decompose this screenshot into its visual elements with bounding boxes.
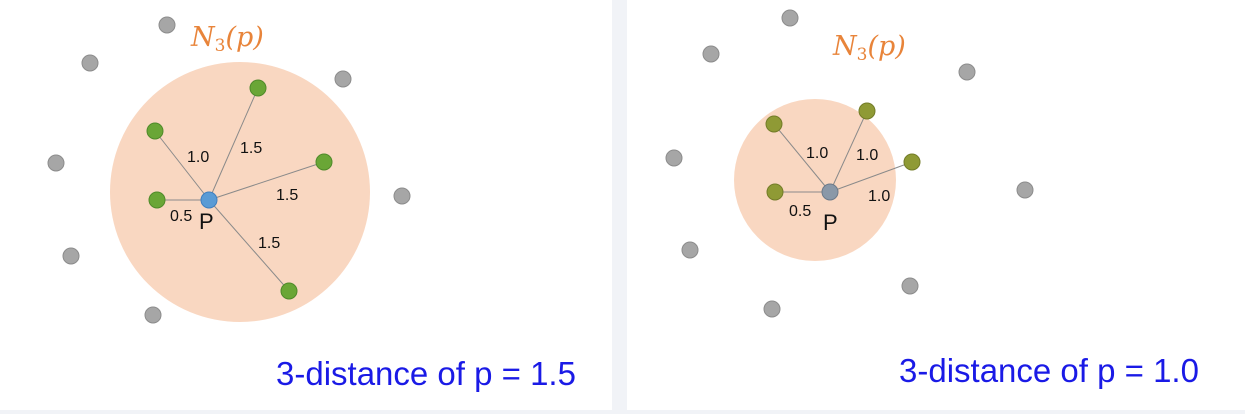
outside-point: [144, 306, 162, 324]
point-label-p: P: [823, 210, 838, 235]
neighbor-point: [765, 115, 783, 133]
neighborhood-subscript: 3: [856, 45, 868, 65]
neighborhood-region: [110, 62, 370, 322]
distance-label: 1.5: [240, 140, 262, 157]
neighborhood-argument: (p): [867, 31, 906, 62]
neighbor-point: [766, 183, 784, 201]
neighborhood-region: [734, 99, 896, 261]
center-point-p: [200, 191, 218, 209]
diagram-panel-right: 0.5 1.0 1.0 1.0 P N3(p) 3-distance of p …: [627, 0, 1245, 410]
neighbor-point: [280, 282, 298, 300]
knn-diagram-right: 0.5 1.0 1.0 1.0 P: [665, 9, 1034, 318]
edge-line: [829, 110, 868, 193]
edge-line: [829, 161, 913, 193]
neighborhood-symbol: N: [191, 22, 215, 53]
outside-point: [681, 241, 699, 259]
outside-point: [781, 9, 799, 27]
neighborhood-argument: (p): [225, 22, 264, 53]
outside-point: [901, 277, 919, 295]
distance-label: 1.0: [868, 188, 890, 205]
outside-point: [47, 154, 65, 172]
edge-line: [154, 130, 210, 201]
edge-line: [208, 161, 325, 201]
diagram-panel-left: 0.5 1.0 1.5 1.5 1.5 P N3(p) 3-distance o…: [0, 0, 612, 410]
distance-label: 0.5: [789, 203, 811, 220]
neighbor-point: [249, 79, 267, 97]
point-label-p: P: [199, 209, 214, 234]
edge-line: [208, 87, 259, 201]
neighborhood-symbol: N: [833, 31, 857, 62]
edge-line: [208, 199, 290, 292]
distance-label: 1.5: [258, 235, 280, 252]
edge-line: [773, 123, 831, 193]
neighborhood-label: N3(p): [833, 33, 906, 64]
distance-label: 1.0: [856, 147, 878, 164]
distance-label: 1.0: [806, 145, 828, 162]
outside-point: [62, 247, 80, 265]
distance-label: 1.5: [276, 187, 298, 204]
outside-point: [702, 45, 720, 63]
outside-point: [158, 16, 176, 34]
outside-point: [958, 63, 976, 81]
caption-k-distance: 3-distance of p = 1.5: [276, 355, 576, 392]
neighbor-point: [315, 153, 333, 171]
neighbor-point: [903, 153, 921, 171]
distance-label: 1.0: [187, 149, 209, 166]
outside-point: [81, 54, 99, 72]
neighborhood-label: N3(p): [191, 24, 264, 55]
neighbor-point: [148, 191, 166, 209]
outside-point: [763, 300, 781, 318]
outside-point: [334, 70, 352, 88]
neighbor-point: [858, 102, 876, 120]
neighborhood-subscript: 3: [214, 36, 226, 56]
outside-point: [1016, 181, 1034, 199]
outside-point: [665, 149, 683, 167]
distance-label: 0.5: [170, 208, 192, 225]
center-point-p: [821, 183, 839, 201]
caption-k-distance: 3-distance of p = 1.0: [899, 352, 1199, 389]
knn-diagram-left: 0.5 1.0 1.5 1.5 1.5 P: [47, 16, 411, 324]
neighbor-point: [146, 122, 164, 140]
outside-point: [393, 187, 411, 205]
